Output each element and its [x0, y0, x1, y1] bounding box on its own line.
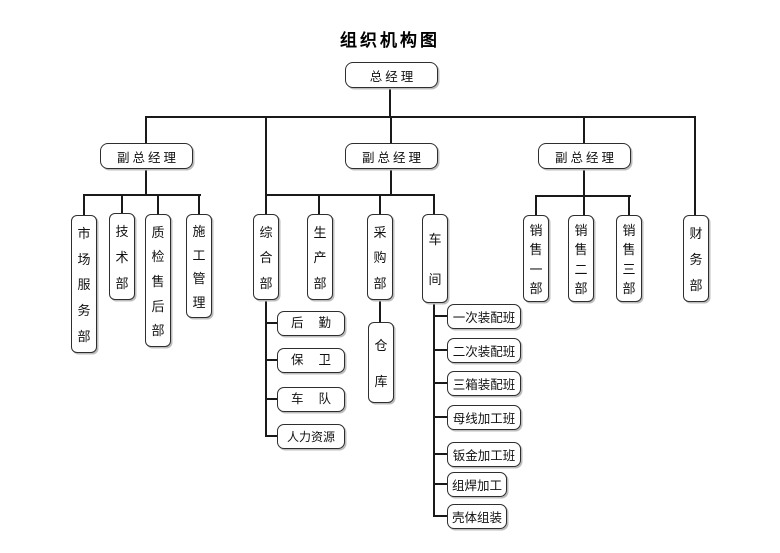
connector-line [433, 349, 447, 351]
node-sales-dept-2: 销售二部 [568, 215, 594, 302]
node-sheet-metal-team: 钣金加工班 [447, 442, 521, 467]
connector-line [433, 453, 447, 455]
connector-line [265, 435, 277, 437]
connector-line [157, 194, 159, 214]
connector-line [265, 194, 435, 196]
connector-line [145, 169, 147, 195]
node-deputy-gm-left: 副总经理 [100, 143, 193, 169]
node-busbar-processing-team: 母线加工班 [447, 405, 521, 430]
node-sales-dept-3: 销售三部 [616, 215, 642, 302]
connector-line [583, 169, 585, 196]
node-purchasing-dept: 采购部 [367, 214, 393, 300]
node-general-manager: 总经理 [345, 62, 438, 88]
node-security: 保卫 [277, 348, 345, 373]
connector-line [433, 382, 447, 384]
node-assembly-team-1: 一次装配班 [447, 304, 521, 329]
node-sales-dept-1: 销售一部 [523, 215, 549, 302]
node-fleet: 车队 [277, 387, 345, 412]
connector-line [433, 315, 447, 317]
connector-line [433, 515, 447, 517]
connector-line [265, 398, 277, 400]
node-quality-aftersales-dept: 质检售后部 [145, 214, 171, 347]
connector-line [379, 300, 381, 322]
node-production-dept: 生产部 [307, 214, 333, 300]
connector-line [433, 194, 435, 214]
connector-line [265, 322, 277, 324]
connector-line [83, 194, 85, 215]
connector-line [583, 116, 585, 143]
connector-line [535, 195, 537, 215]
node-shell-assembly-team: 壳体组装 [447, 504, 507, 529]
connector-line [390, 169, 392, 195]
node-technology-dept: 技术部 [109, 213, 135, 300]
connector-line [145, 116, 696, 118]
connector-line [145, 116, 147, 143]
connector-line [389, 88, 391, 117]
node-three-box-assembly-team: 三箱装配班 [447, 371, 521, 396]
connector-line [628, 195, 630, 215]
connector-line [390, 116, 392, 143]
connector-line [318, 194, 320, 214]
connector-line [198, 194, 200, 214]
node-deputy-gm-right: 副总经理 [538, 143, 631, 169]
node-finance-dept: 财务部 [683, 215, 709, 302]
node-human-resources: 人力资源 [277, 424, 345, 449]
connector-line [121, 194, 123, 213]
connector-line [433, 416, 447, 418]
node-market-service-dept: 市场服务部 [71, 215, 97, 353]
connector-line [379, 194, 381, 214]
connector-line [265, 116, 267, 214]
connector-line [694, 116, 696, 215]
connector-line [265, 300, 267, 437]
connector-line [265, 359, 277, 361]
connector-line [433, 303, 435, 517]
node-general-affairs-dept: 综合部 [253, 214, 279, 300]
node-warehouse: 仓库 [368, 322, 394, 403]
connector-line [83, 194, 201, 196]
chart-title: 组织机构图 [340, 31, 440, 51]
node-deputy-gm-middle: 副总经理 [345, 143, 438, 169]
node-workshop: 车间 [422, 214, 448, 303]
connector-line [583, 195, 585, 215]
node-assembly-team-2: 二次装配班 [447, 338, 521, 363]
connector-line [433, 483, 447, 485]
node-welding-team: 组焊加工 [447, 472, 507, 497]
node-logistics: 后勤 [277, 311, 345, 336]
node-construction-mgmt-dept: 施工管理 [186, 214, 212, 318]
